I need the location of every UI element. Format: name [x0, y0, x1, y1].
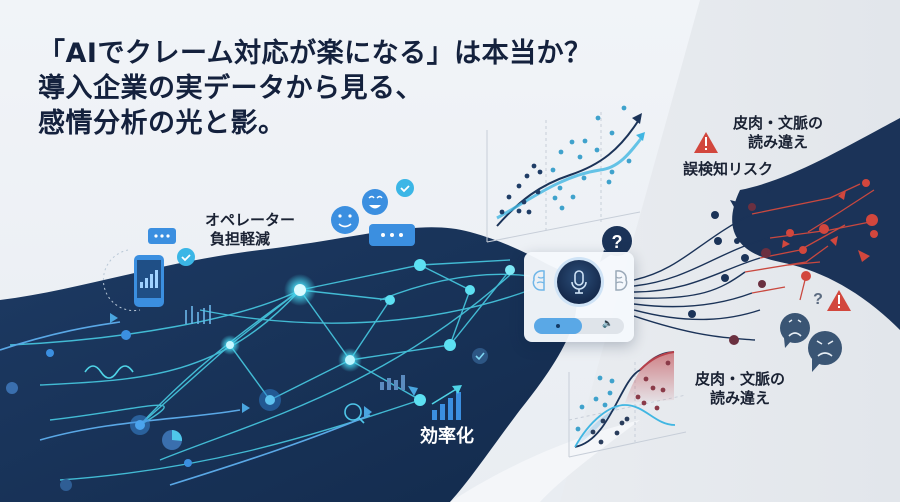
smiley-bubbles-icon — [331, 179, 415, 246]
title-line-2: 導入企業の実データから見る、 — [38, 73, 423, 104]
svg-text:?: ? — [612, 232, 623, 252]
irony-top-line-1: 皮肉・文脈の — [733, 114, 824, 132]
irony-top-line-2: 読み違え — [748, 133, 809, 151]
misdetection-risk-label: 誤検知リスク — [683, 160, 774, 178]
title-line-3: 感情分析の光と影。 — [38, 108, 286, 139]
irony-bottom-line-1: 皮肉・文脈の — [695, 370, 786, 388]
sentiment-chart-bottom — [568, 351, 687, 458]
brain-icon-left — [532, 270, 545, 291]
smartphone-icon — [134, 255, 164, 307]
worried-face-bubble — [780, 313, 810, 348]
operator-label-line-1: オペレーター — [205, 211, 296, 229]
efficiency-label: 効率化 — [420, 426, 474, 447]
warning-triangle-top — [694, 132, 718, 153]
voice-analysis-card: 🔈 — [524, 252, 634, 342]
microphone-button[interactable] — [557, 260, 601, 304]
page-title: 「AIでクレーム対応が楽になる」は本当か？ 導入企業の実データから見る、 感情分… — [38, 36, 592, 141]
recording-toggle[interactable]: 🔈 — [534, 318, 624, 334]
operator-burden-label: オペレーター 負担軽減 — [205, 211, 295, 249]
irony-misread-label-bottom: 皮肉・文脈の 読み違え — [695, 370, 785, 408]
microphone-icon — [571, 270, 587, 294]
scatter-chart-top — [486, 105, 645, 243]
irony-misread-label-top: 皮肉・文脈の 読み違え — [733, 114, 823, 152]
title-line-1: 「AIでクレーム対応が楽になる」は本当か？ — [38, 38, 592, 69]
speaker-icon: 🔈 — [602, 319, 614, 329]
irony-bottom-line-2: 読み違え — [710, 389, 771, 407]
operator-label-line-2: 負担軽減 — [210, 230, 271, 248]
angry-face-bubble — [808, 331, 842, 372]
warning-triangle-right — [827, 290, 851, 311]
svg-text:?: ? — [813, 291, 823, 308]
record-dot-icon — [556, 324, 560, 328]
brain-icon-right — [615, 270, 628, 291]
pie-chart-icon — [162, 429, 183, 450]
